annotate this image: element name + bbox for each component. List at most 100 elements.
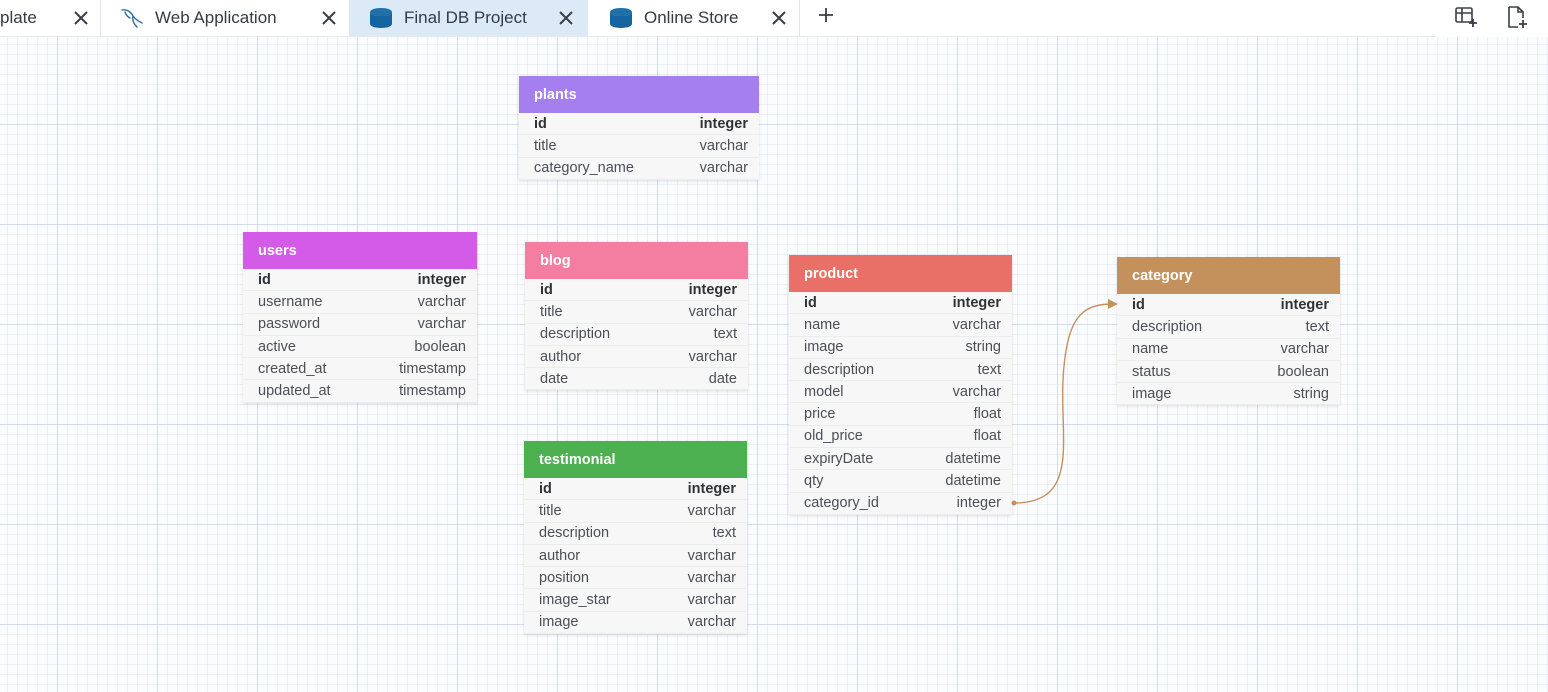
column-type: text — [712, 525, 736, 542]
tab-label: plate — [0, 8, 37, 27]
close-icon[interactable] — [319, 8, 339, 28]
column-type: varchar — [1280, 341, 1329, 358]
tab-web-application[interactable]: Web Application — [101, 0, 350, 36]
tab-online-store[interactable]: Online Store — [588, 0, 800, 36]
close-icon[interactable] — [71, 8, 91, 28]
column-name: updated_at — [258, 383, 331, 400]
column-type: varchar — [952, 383, 1001, 400]
file-plus-icon — [1508, 6, 1527, 28]
column-name: image — [804, 339, 844, 356]
column-type: date — [708, 370, 737, 387]
column-type: varchar — [687, 502, 736, 519]
column-type: timestamp — [399, 360, 466, 377]
column-type: text — [977, 361, 1001, 378]
column-type: string — [965, 339, 1001, 356]
close-icon[interactable] — [556, 8, 576, 28]
column-row[interactable]: description text — [524, 523, 747, 545]
column-name: name — [804, 316, 841, 333]
column-type: varchar — [688, 303, 737, 320]
column-type: timestamp — [399, 383, 466, 400]
column-type: datetime — [945, 473, 1001, 490]
close-icon[interactable] — [769, 8, 789, 28]
column-name: position — [539, 569, 589, 586]
table-header[interactable]: testimonial — [524, 441, 747, 478]
column-type: varchar — [687, 547, 736, 564]
add-table-button[interactable] — [1453, 4, 1479, 30]
mysql-dolphin-icon — [119, 5, 145, 31]
table-header[interactable]: product — [789, 255, 1012, 292]
column-type: varchar — [699, 137, 748, 154]
column-row[interactable]: author varchar — [524, 545, 747, 568]
table-header[interactable]: plants — [519, 76, 759, 113]
database-icon — [608, 5, 634, 31]
tab-label: Final DB Project — [404, 8, 527, 27]
column-row[interactable]: id integer — [1117, 294, 1340, 317]
column-name: price — [804, 406, 836, 423]
column-name: id — [540, 281, 553, 298]
database-icon — [368, 5, 394, 31]
tab-final-db-project[interactable]: Final DB Project — [350, 0, 588, 36]
column-name: title — [540, 303, 563, 320]
column-type: text — [713, 326, 737, 343]
plus-icon — [819, 8, 833, 22]
column-type: varchar — [699, 160, 748, 177]
column-type: integer — [1280, 296, 1329, 313]
column-name: id — [258, 271, 271, 288]
column-row[interactable]: image string — [789, 337, 1012, 359]
column-name: created_at — [258, 360, 327, 377]
column-name: description — [539, 525, 610, 542]
column-row[interactable]: created_at timestamp — [243, 358, 477, 381]
table-header[interactable]: blog — [525, 242, 748, 279]
table-header[interactable]: users — [243, 232, 477, 269]
column-type: float — [973, 428, 1001, 445]
column-name: author — [539, 547, 581, 564]
column-type: integer — [417, 271, 466, 288]
column-name: id — [1132, 296, 1145, 313]
add-tab-button[interactable] — [814, 3, 838, 27]
tab-plate[interactable]: plate — [0, 0, 101, 36]
column-name: description — [1132, 318, 1203, 335]
new-file-button[interactable] — [1504, 4, 1530, 30]
column-name: image — [1132, 385, 1172, 402]
column-row[interactable]: title varchar — [525, 301, 748, 324]
table-header[interactable]: category — [1117, 257, 1340, 294]
column-row[interactable]: id integer — [243, 269, 477, 292]
column-type: boolean — [1277, 363, 1329, 380]
column-type: varchar — [688, 348, 737, 365]
column-row[interactable]: updated_at timestamp — [243, 380, 477, 403]
